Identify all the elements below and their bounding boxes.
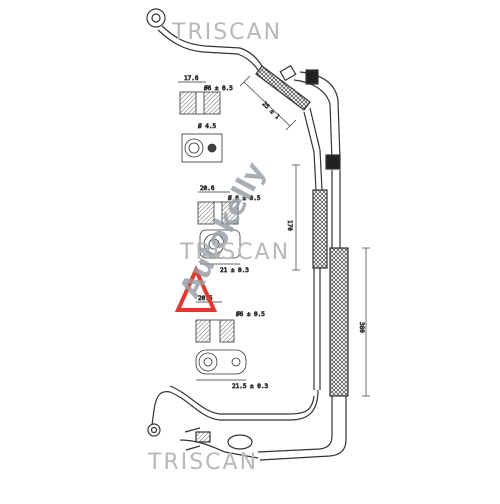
mid-pipe [309,107,323,191]
right-hose-braid [329,247,349,397]
lower-left-fitting [147,423,161,437]
bottom-valve [227,434,253,450]
triscan-watermark-bottom: TRISCAN [148,450,259,475]
detail-fitting-6: 21.5 ± 0.3 [195,349,269,390]
dim-mid-hose: 170 [286,164,300,271]
lower-pipe-inner [169,385,315,415]
detail1-top-dim: 17.6 [184,75,199,82]
dim-top-hose: 25 ± 1 [239,75,297,131]
bottom-clip [184,427,201,451]
right-pipe [299,71,341,161]
right-hose-tail [259,396,347,461]
autokelly-text: Autokelly [173,157,272,304]
top-crimp [279,64,297,82]
dim-low-hose: 380 [358,247,370,397]
detail-fitting-3: 20.6 Ø 6 ± 0.5 [197,185,261,225]
top-flange-fitting [146,8,166,28]
bottom-pipe [179,439,259,459]
pipe-assembly [146,8,349,461]
right-pipe-inner [293,79,333,161]
lower-left-fitting-bore [150,426,158,434]
detail3-top-dim: 20.6 [200,185,215,192]
detail1-bore-dim: Ø6 ± 0.5 [204,85,233,92]
detail-fitting-5: 20.5 Ø6 ± 0.5 [195,295,266,343]
triscan-watermark-top: TRISCAN [172,20,283,45]
mid-band [325,154,341,170]
top-flange-bore [151,13,161,23]
dim-low-hose-label: 380 [358,322,365,333]
dim-top-hose-label: 25 ± 1 [261,100,282,121]
left-hose-braid [312,189,328,269]
bottom-crimp [195,431,211,443]
right-hose-tail-2 [257,396,333,453]
detail6-width-dim: 21.5 ± 0.3 [232,383,269,390]
detail2-hex-dim: Ø 4.5 [198,123,216,130]
detail3-bore-dim: Ø 6 ± 0.5 [228,195,261,202]
top-hose-braid [255,65,311,111]
top-pipe-outer [157,29,259,71]
detail5-top-dim: 20.5 [198,295,213,302]
lower-pipe [151,389,319,426]
top-pipe [161,25,263,67]
detail-fitting-4: 21 ± 0.3 [199,229,250,274]
autokelly-logo-icon [174,265,218,312]
triscan-watermark-mid: TRISCAN [180,240,291,265]
detail4-width-dim: 21 ± 0.3 [220,267,249,274]
mid-pipe-inner [303,111,317,191]
autokelly-watermark: Autokelly [173,157,272,312]
detail5-bore-dim: Ø6 ± 0.5 [236,311,265,318]
pipe-band [305,69,319,85]
detail-fitting-2: Ø 4.5 [181,123,223,163]
dim-mid-hose-label: 170 [286,220,293,231]
detail-fitting-1: 17.6 Ø6 ± 0.5 [178,75,234,115]
